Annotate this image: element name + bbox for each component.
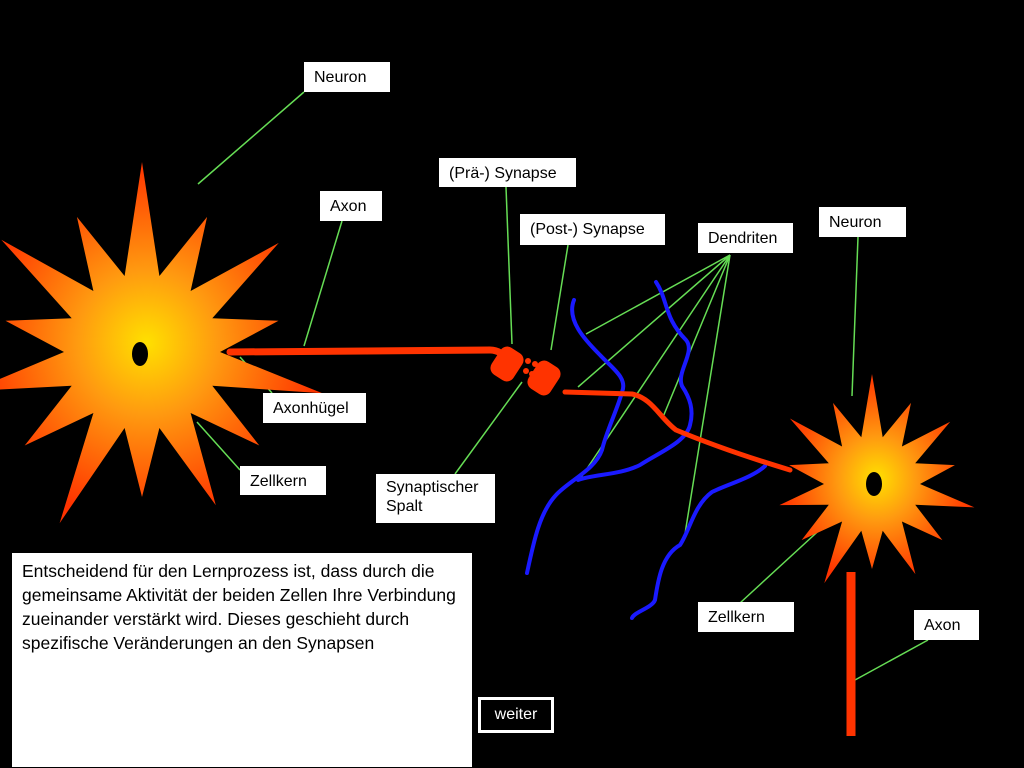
label-zellkern-right: Zellkern — [698, 602, 794, 632]
neuron-left-body — [0, 162, 323, 524]
pointer-synaptischer-spalt — [454, 381, 523, 475]
dendrite-2 — [576, 280, 694, 482]
pointer-dendriten-3 — [662, 254, 731, 418]
dendrite-1 — [525, 298, 626, 575]
label-axonhuegel: Axonhügel — [263, 393, 366, 423]
post-synapse-terminal — [527, 360, 561, 396]
pre-synapse-terminal — [490, 346, 524, 382]
pointer-neuron-right — [851, 236, 859, 397]
vesicle — [525, 358, 531, 364]
label-pre-synapse: (Prä-) Synapse — [439, 158, 576, 187]
pointer-axon-right — [854, 639, 929, 681]
vesicle — [532, 361, 538, 367]
weiter-button[interactable]: weiter — [478, 697, 554, 733]
label-neuron-left: Neuron — [304, 62, 390, 92]
pointer-dendriten-1 — [585, 254, 731, 335]
axon-connection — [562, 389, 793, 473]
pointer-neuron-left — [197, 91, 305, 185]
label-synaptischer-spalt: Synaptischer Spalt — [376, 474, 495, 523]
pointer-dendriten-5 — [683, 254, 731, 541]
label-axon-left: Axon — [320, 191, 382, 221]
pointer-zellkern-left — [196, 421, 241, 471]
label-dendriten: Dendriten — [698, 223, 793, 253]
description-text: Entscheidend für den Lernprozess ist, da… — [12, 553, 472, 767]
nucleus-left — [132, 342, 148, 366]
axon-left — [226, 346, 514, 366]
nucleus-right — [866, 472, 882, 496]
vesicle — [523, 368, 529, 374]
label-post-synapse: (Post-) Synapse — [520, 214, 665, 245]
pointer-zellkern-right — [739, 523, 827, 604]
label-axon-right: Axon — [914, 610, 979, 640]
pointer-axon-left — [303, 220, 343, 347]
synapse — [490, 346, 561, 396]
label-zellkern-left: Zellkern — [240, 466, 326, 495]
dendrite-3 — [630, 464, 767, 620]
pointer-pre-synapse — [505, 186, 513, 345]
vesicle — [529, 371, 535, 377]
dendrites — [525, 280, 767, 620]
pointer-dendriten-2 — [577, 254, 731, 388]
label-neuron-right: Neuron — [819, 207, 906, 237]
pointer-post-synapse — [550, 244, 569, 351]
